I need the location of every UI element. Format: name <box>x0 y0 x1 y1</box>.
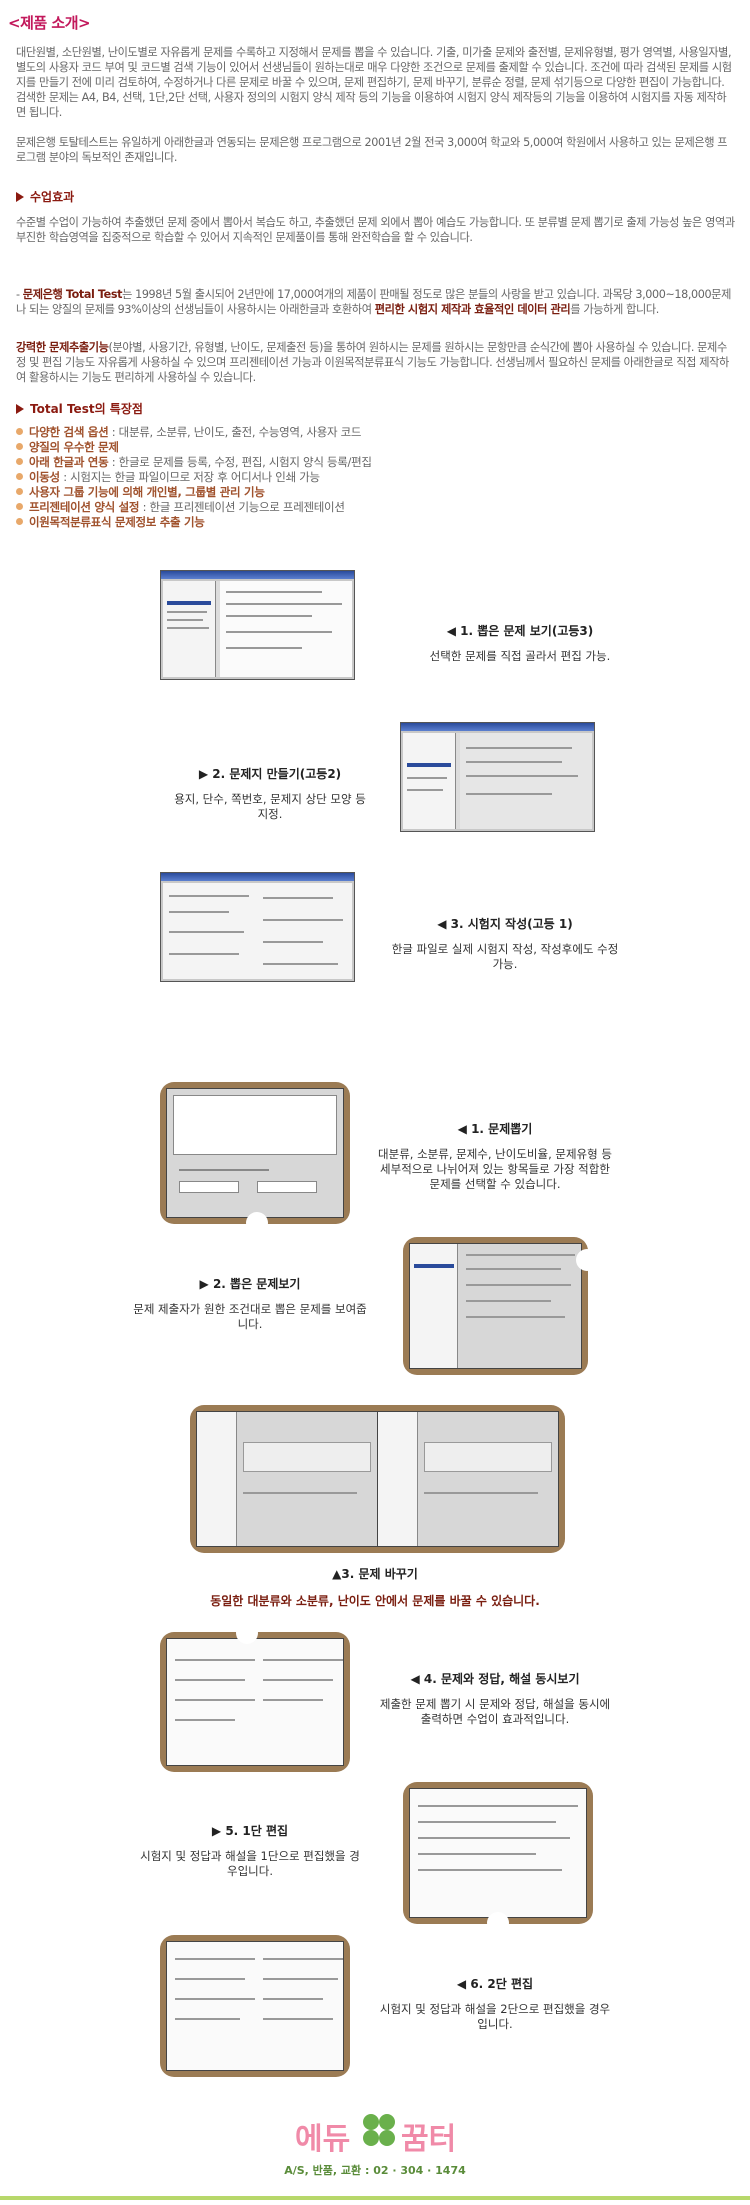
triangle-bullet-icon <box>16 192 24 202</box>
bullet-dot-icon <box>16 443 23 450</box>
caption-block: ▲3. 문제 바꾸기 동일한 대분류와 소분류, 난이도 안에서 문제를 바꿀 … <box>0 1565 750 1609</box>
feature-list: 다양한 검색 옵션 : 대분류, 소분류, 난이도, 출전, 수능영역, 사용자… <box>16 425 716 530</box>
effect-paragraph-3: 강력한 문제추출기능(분야별, 사용기간, 유형별, 난이도, 문제출전 등)을… <box>16 340 736 385</box>
feature-name: 프리젠테이션 양식 설정 <box>29 500 140 514</box>
feature-name: 이동성 <box>29 470 60 484</box>
logo-text-right: 꿈터 <box>401 2122 457 2157</box>
page-title: <제품 소개> <box>8 14 91 32</box>
caption-block: ◀ 1. 뽑은 문제 보기(고등3) 선택한 문제를 직접 골라서 편집 가능. <box>400 622 640 664</box>
logo-text-left: 에듀 <box>295 2122 351 2157</box>
caption-title: ▶ 2. 뽑은 문제보기 <box>199 1277 301 1291</box>
product-name-highlight: 문제은행 Total Test <box>22 288 123 301</box>
feature-item: 프리젠테이션 양식 설정 : 한글 프리젠테이션 기능으로 프레젠테이션 <box>16 500 716 515</box>
bullet-dot-icon <box>16 458 23 465</box>
screenshot-frame <box>160 1935 350 2077</box>
effect-paragraph-1: 수준별 수업이 가능하여 추출했던 문제 중에서 뽑아서 복습도 하고, 추출했… <box>16 216 735 244</box>
feature-desc: : 한글로 문제를 등록, 수정, 편집, 시험지 양식 등록/편집 <box>108 455 372 469</box>
caption-block: ◀ 3. 시험지 작성(고등 1) 한글 파일로 실제 시험지 작성, 작성후에… <box>390 915 620 972</box>
caption-desc: 한글 파일로 실제 시험지 작성, 작성후에도 수정 가능. <box>391 942 619 971</box>
feature-item: 아래 한글과 연동 : 한글로 문제를 등록, 수정, 편집, 시험지 양식 등… <box>16 455 716 470</box>
dash: - <box>16 288 23 301</box>
effect-p3-body: (분야별, 사용기간, 유형별, 난이도, 문제출전 등)을 통하여 원하시는 … <box>16 341 729 384</box>
caption-title: ▶ 5. 1단 편집 <box>211 1824 289 1838</box>
feature-item: 이원목적분류표식 문제정보 추출 기능 <box>16 515 716 530</box>
effect-p2-end: 를 가능하게 합니다. <box>570 303 659 316</box>
bullet-dot-icon <box>16 473 23 480</box>
feature-desc: : 시험지는 한글 파일이므로 저장 후 어디서나 인쇄 가능 <box>59 470 320 484</box>
screenshot-frame <box>190 1405 565 1553</box>
bullet-dot-icon <box>16 503 23 510</box>
effect-p2-body: 는 1998년 5월 출시되어 2년만에 17,000여개의 제품이 판매될 정… <box>16 288 731 316</box>
caption-desc: 문제 제출자가 원한 조건대로 뽑은 문제를 보여줍니다. <box>133 1302 367 1331</box>
caption-desc: 시험지 및 정답과 해설을 1단으로 편집했을 경우입니다. <box>140 1849 360 1878</box>
caption-block: ◀ 6. 2단 편집 시험지 및 정답과 해설을 2단으로 편집했을 경우입니다… <box>375 1975 615 2032</box>
feature-desc: : 대분류, 소분류, 난이도, 출전, 수능영역, 사용자 코드 <box>108 425 362 439</box>
caption-title: ◀ 1. 문제뽑기 <box>457 1122 533 1136</box>
caption-block: ▶ 5. 1단 편집 시험지 및 정답과 해설을 1단으로 편집했을 경우입니다… <box>140 1822 360 1879</box>
triangle-bullet-icon <box>16 404 24 414</box>
caption-block: ▶ 2. 뽑은 문제보기 문제 제출자가 원한 조건대로 뽑은 문제를 보여줍니… <box>130 1275 370 1332</box>
caption-desc: 제출한 문제 뽑기 시 문제와 정답, 해설을 동시에 출력하면 수업이 효과적… <box>379 1697 611 1726</box>
bullet-dot-icon <box>16 428 23 435</box>
caption-title: ◀ 6. 2단 편집 <box>456 1977 534 1991</box>
screenshot-frame <box>160 1082 350 1234</box>
intro-paragraph-2: 문제은행 토탈테스트는 유일하게 아래한글과 연동되는 문제은행 프로그램으로 … <box>16 136 728 164</box>
feature-item: 다양한 검색 옵션 : 대분류, 소분류, 난이도, 출전, 수능영역, 사용자… <box>16 425 716 440</box>
clover-icon <box>361 2114 397 2150</box>
caption-desc: 선택한 문제를 직접 골라서 편집 가능. <box>429 649 611 663</box>
effect-heading-text: 수업효과 <box>30 190 75 204</box>
caption-block: ◀ 4. 문제와 정답, 해설 동시보기 제출한 문제 뽑기 시 문제와 정답,… <box>375 1670 615 1727</box>
extraction-highlight: 강력한 문제추출기능 <box>16 341 109 354</box>
as-contact: A/S, 반품, 교환 : 02 · 304 · 1474 <box>284 2164 466 2177</box>
features-heading-text: Total Test의 특장점 <box>30 402 143 416</box>
feature-highlight: 편리한 시험지 제작과 효율적인 데이터 관리 <box>374 303 571 316</box>
bullet-dot-icon <box>16 518 23 525</box>
screenshot-thumbnail <box>160 570 355 680</box>
caption-title: ◀ 3. 시험지 작성(고등 1) <box>437 917 573 931</box>
screenshot-thumbnail <box>160 872 355 982</box>
caption-desc: 시험지 및 정답과 해설을 2단으로 편집했을 경우입니다. <box>379 2002 611 2031</box>
feature-name: 사용자 그룹 기능에 의해 개인별, 그룹별 관리 기능 <box>29 485 265 499</box>
feature-item: 사용자 그룹 기능에 의해 개인별, 그룹별 관리 기능 <box>16 485 716 500</box>
caption-block: ◀ 1. 문제뽑기 대분류, 소분류, 문제수, 난이도비율, 문제유형 등 세… <box>375 1120 615 1192</box>
screenshot-frame <box>403 1782 593 1934</box>
caption-title: ▲3. 문제 바꾸기 <box>332 1567 418 1581</box>
screenshot-frame <box>403 1237 598 1375</box>
caption-desc: 동일한 대분류와 소분류, 난이도 안에서 문제를 바꿀 수 있습니다. <box>210 1594 540 1608</box>
feature-name: 다양한 검색 옵션 <box>29 425 109 439</box>
caption-block: ▶ 2. 문제지 만들기(고등2) 용지, 단수, 쪽번호, 문제지 상단 모양… <box>170 765 370 822</box>
feature-desc: : 한글 프리젠테이션 기능으로 프레젠테이션 <box>139 500 345 514</box>
bullet-dot-icon <box>16 488 23 495</box>
features-heading: Total Test의 특장점 <box>16 400 143 417</box>
caption-title: ▶ 2. 문제지 만들기(고등2) <box>198 767 342 781</box>
footer-divider <box>0 2196 750 2200</box>
screenshot-frame <box>160 1622 350 1772</box>
edu-kkumteo-logo: 에듀 꿈터 <box>295 2110 465 2158</box>
feature-name: 이원목적분류표식 문제정보 추출 기능 <box>29 515 205 529</box>
effect-paragraph-2: - 문제은행 Total Test는 1998년 5월 출시되어 2년만에 17… <box>16 287 736 317</box>
screenshot-thumbnail <box>400 722 595 832</box>
caption-title: ◀ 4. 문제와 정답, 해설 동시보기 <box>410 1672 580 1686</box>
effect-heading: 수업효과 <box>16 188 74 205</box>
feature-item: 이동성 : 시험지는 한글 파일이므로 저장 후 어디서나 인쇄 가능 <box>16 470 716 485</box>
feature-name: 양질의 우수한 문제 <box>29 440 119 454</box>
intro-paragraph-1: 대단원별, 소단원별, 난이도별로 자유롭게 문제를 수록하고 지정해서 문제를… <box>16 46 732 119</box>
feature-item: 양질의 우수한 문제 <box>16 440 716 455</box>
feature-name: 아래 한글과 연동 <box>29 455 109 469</box>
caption-desc: 대분류, 소분류, 문제수, 난이도비율, 문제유형 등 세부적으로 나뉘어져 … <box>378 1147 612 1191</box>
caption-desc: 용지, 단수, 쪽번호, 문제지 상단 모양 등 지정. <box>174 792 366 821</box>
caption-title: ◀ 1. 뽑은 문제 보기(고등3) <box>446 624 594 638</box>
